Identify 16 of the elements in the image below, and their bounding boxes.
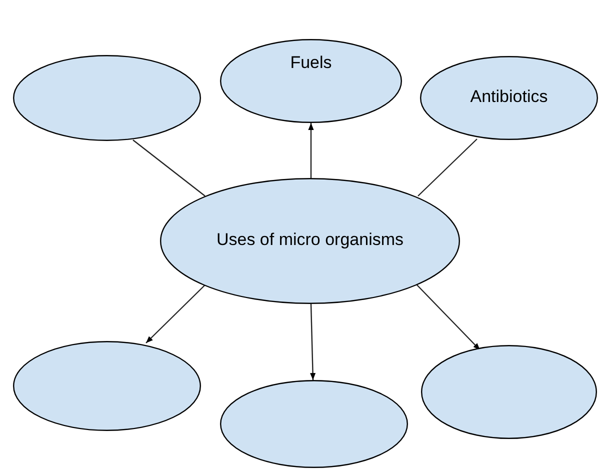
arrow	[416, 284, 480, 350]
node-label: Antibiotics	[469, 87, 549, 107]
node-label: Uses of micro organisms	[215, 230, 405, 250]
ellipse-node	[13, 55, 201, 141]
ellipse-node	[13, 341, 201, 431]
ellipse-node	[220, 39, 402, 123]
ellipse-node	[220, 380, 408, 468]
ellipse-node	[420, 56, 598, 140]
arrow	[308, 123, 314, 178]
arrow	[146, 284, 206, 344]
connector-line	[132, 140, 206, 196]
ellipse-node	[160, 178, 460, 304]
node-label: Fuels	[289, 53, 333, 73]
arrow	[310, 304, 316, 380]
connector-line	[418, 138, 478, 196]
ellipse-node	[421, 345, 597, 439]
